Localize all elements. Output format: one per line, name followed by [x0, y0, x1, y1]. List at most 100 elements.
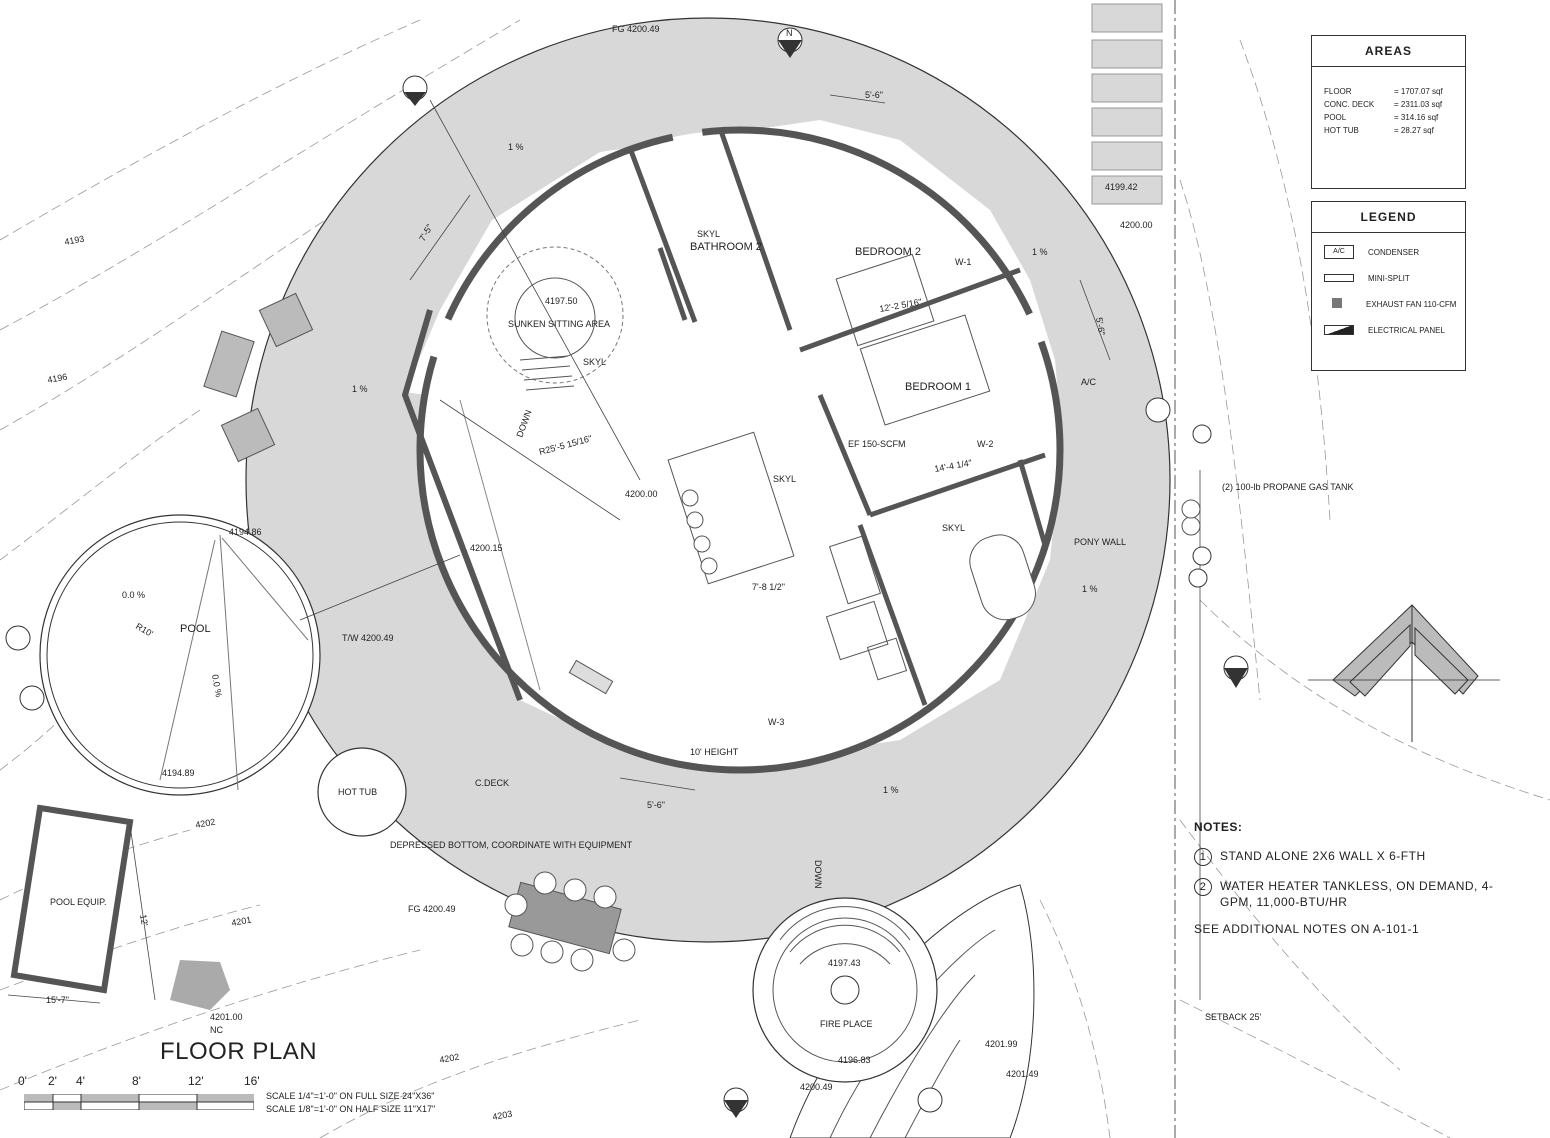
label-skyl-3: SKYL [773, 474, 796, 484]
label-sunken-area: SUNKEN SITTING AREA [508, 319, 610, 329]
exhaust-fan-icon [1324, 298, 1352, 310]
elev-center: 4200.00 [625, 489, 658, 499]
note-2-number: 2 [1194, 878, 1212, 896]
elev-ne-2: 4200.00 [1120, 220, 1153, 230]
legend-table: LEGEND A/C CONDENSER MINI-SPLIT EXHAUST … [1311, 201, 1466, 371]
deck-furniture [203, 292, 1201, 972]
scale-ticks: 0' 2' 4' 8' 12' 16' [18, 1074, 278, 1090]
mini-split-icon [1324, 274, 1354, 282]
elev-deck-west: 4200.15 [470, 543, 503, 553]
scale-tick-1: 2' [48, 1074, 57, 1088]
scale-tick-4: 12' [188, 1074, 204, 1088]
areas-row: POOL = 314.16 sqf [1324, 111, 1453, 124]
label-slope-3: 1 % [1032, 247, 1048, 257]
label-slope-1: 1 % [352, 384, 368, 394]
elev-fire-3: 4200.49 [800, 1082, 833, 1092]
areas-key: FLOOR [1324, 87, 1352, 96]
areas-key: POOL [1324, 113, 1347, 122]
legend-label-condenser: CONDENSER [1368, 247, 1420, 257]
label-bathroom-2: BATHROOM 2 [690, 241, 762, 253]
label-depressed: DEPRESSED BOTTOM, COORDINATE WITH EQUIPM… [390, 840, 633, 850]
label-pool-slope-2: 0.0 % [210, 674, 224, 698]
legend-row-exhaust-fan: EXHAUST FAN 110-CFM [1312, 291, 1465, 317]
legend-title: LEGEND [1312, 202, 1465, 233]
contour-label-3: 4202 [195, 817, 216, 830]
legend-label-electrical-panel: ELECTRICAL PANEL [1368, 325, 1445, 335]
label-slope-4: 1 % [1082, 584, 1098, 594]
label-height: 10' HEIGHT [690, 747, 739, 757]
contour-label-6: 4203 [492, 1109, 513, 1122]
legend-row-electrical-panel: ELECTRICAL PANEL [1312, 317, 1465, 343]
label-bedroom-2: BEDROOM 2 [855, 246, 921, 258]
label-skyl-2: SKYL [697, 229, 720, 239]
contour-label-5: 4202 [439, 1052, 460, 1065]
elev-ne: 4199.42 [1105, 182, 1138, 192]
note-1-number: 1 [1194, 848, 1212, 866]
label-window-w2: W-2 [977, 439, 993, 449]
label-dim-pool-equipment-2: 15'-7" [46, 995, 69, 1005]
legend-row-condenser: A/C CONDENSER [1312, 239, 1465, 265]
label-skyl-4: SKYL [942, 523, 965, 533]
label-pool-slope-1: 0.0 % [122, 590, 145, 600]
legend-label-mini-split: MINI-SPLIT [1368, 273, 1410, 283]
label-pool: POOL [180, 623, 211, 635]
boulder [170, 960, 230, 1010]
label-window-w3: W-3 [768, 717, 784, 727]
label-window-w1: W-1 [955, 257, 971, 267]
scale-bar [24, 1094, 254, 1110]
label-north-marker: N [786, 28, 793, 38]
pavers [1091, 3, 1163, 205]
pool [39, 514, 321, 796]
areas-value: = 2311.03 sqf [1394, 100, 1443, 109]
drawing-labels: BATHROOM 2 BEDROOM 2 BEDROOM 1 SUNKEN SI… [46, 24, 1354, 1122]
condenser-icon: A/C [1324, 245, 1354, 259]
fire-place-steps [752, 884, 1035, 1138]
areas-value: = 314.16 sqf [1394, 113, 1439, 122]
label-dim-pool-equipment: 12' [138, 914, 150, 928]
areas-title: AREAS [1312, 36, 1465, 67]
notes-section: NOTES: 1 STAND ALONE 2X6 WALL X 6-FTH 2 … [1194, 820, 1534, 936]
label-slope-2: 1 % [508, 142, 524, 152]
contour-label-1: 4193 [64, 234, 85, 247]
scale-tick-0: 0' [18, 1074, 27, 1088]
label-tw: T/W 4200.49 [342, 633, 394, 643]
north-arrow-icon [1308, 604, 1500, 742]
label-skyl-1: SKYL [583, 357, 606, 367]
label-pony-wall: PONY WALL [1074, 537, 1126, 547]
label-dim-window-1: 5'-6" [865, 90, 883, 100]
label-fire-place: FIRE PLACE [820, 1019, 873, 1029]
label-propane: (2) 100-lb PROPANE GAS TANK [1222, 482, 1354, 492]
drawing-title: FLOOR PLAN [160, 1038, 318, 1065]
elev-fire: 4197.43 [828, 958, 861, 968]
elev-fire-2: 4196.83 [838, 1055, 871, 1065]
note-1: 1 STAND ALONE 2X6 WALL X 6-FTH [1194, 848, 1534, 866]
label-dim-window-3: 5'-6" [647, 800, 665, 810]
areas-row: CONC. DECK= 2311.03 sqf [1324, 98, 1453, 111]
label-hot-tub: HOT TUB [338, 787, 377, 797]
label-c-deck: C.DECK [475, 778, 509, 788]
note-1-text: STAND ALONE 2X6 WALL X 6-FTH [1220, 849, 1426, 863]
note-2-text: WATER HEATER TANKLESS, ON DEMAND, 4-GPM,… [1220, 879, 1494, 909]
notes-additional: SEE ADDITIONAL NOTES ON A-101-1 [1194, 922, 1420, 936]
areas-key: HOT TUB [1324, 126, 1359, 135]
electrical-panel-icon [1324, 325, 1354, 335]
elev-pool-bottom: 4194.89 [162, 768, 195, 778]
scale-tick-5: 16' [244, 1074, 260, 1088]
label-setback: SETBACK 25' [1205, 1012, 1262, 1022]
elev-east-2: 4201.49 [1006, 1069, 1039, 1079]
elev-pool-top: 4194.86 [229, 527, 262, 537]
label-exhaust-fan: EF 150-SCFM [848, 439, 906, 449]
areas-row: HOT TUB= 28.27 sqf [1324, 124, 1453, 137]
scale-notes: SCALE 1/4"=1'-0" ON FULL SIZE 24"X36" SC… [266, 1090, 435, 1116]
scale-line-1: SCALE 1/4"=1'-0" ON FULL SIZE 24"X36" [266, 1091, 435, 1101]
pool-equipment-pad [10, 804, 134, 994]
house [401, 120, 1064, 774]
contour-label-4: 4201 [231, 915, 252, 928]
label-pool-equipment: POOL EQUIP. [50, 897, 107, 907]
areas-row: FLOOR= 1707.07 sqf [1324, 85, 1453, 98]
label-fg-2: FG 4200.49 [408, 904, 456, 914]
legend-row-mini-split: MINI-SPLIT [1312, 265, 1465, 291]
